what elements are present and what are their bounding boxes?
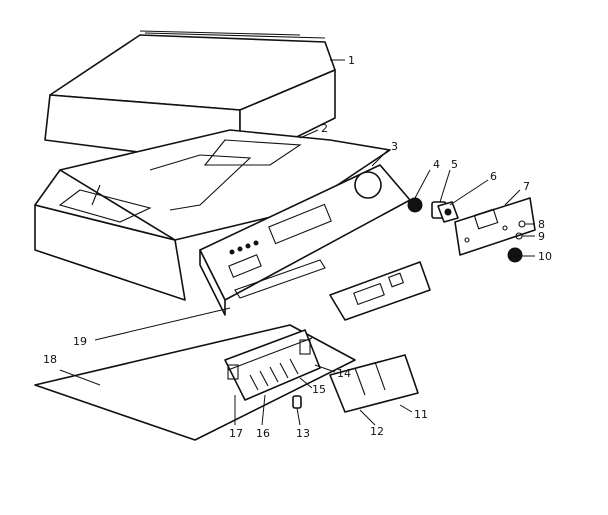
leader-lines [59,59,535,426]
callout-11: 11 [414,408,428,421]
callout-15: 15 [312,383,326,396]
callout-1: 1 [348,54,355,67]
part-4-knob [407,197,423,213]
part-13-spring [292,395,302,409]
callout-8: 8 [538,218,545,231]
part-14-mechanism [224,329,321,401]
callout-12: 12 [370,425,384,438]
callout-5: 5 [451,158,458,171]
callout-14: 14 [337,367,351,380]
part-3-front-panel [199,164,411,316]
part-2-cabinet [34,129,391,301]
callout-17: 17 [229,427,243,440]
part-10-knob [507,247,523,263]
callout-9: 9 [538,230,545,243]
callout-16: 16 [256,427,270,440]
part-6-switch [437,201,459,223]
callout-10: 10 [538,250,552,263]
callout-18: 18 [43,353,57,366]
callout-4: 4 [433,158,440,171]
callout-6: 6 [490,170,497,183]
part-11-circuit-board [329,354,419,413]
callout-3: 3 [391,140,398,153]
lower-panel [329,261,431,321]
callout-2: 2 [321,122,328,135]
callout-13: 13 [296,427,310,440]
callout-7: 7 [523,180,530,193]
callout-19: 19 [73,335,87,348]
part-7-control-plate [454,197,536,256]
callout-labels: 1 2 3 4 5 6 7 8 9 10 11 12 13 14 15 16 1… [43,54,552,440]
